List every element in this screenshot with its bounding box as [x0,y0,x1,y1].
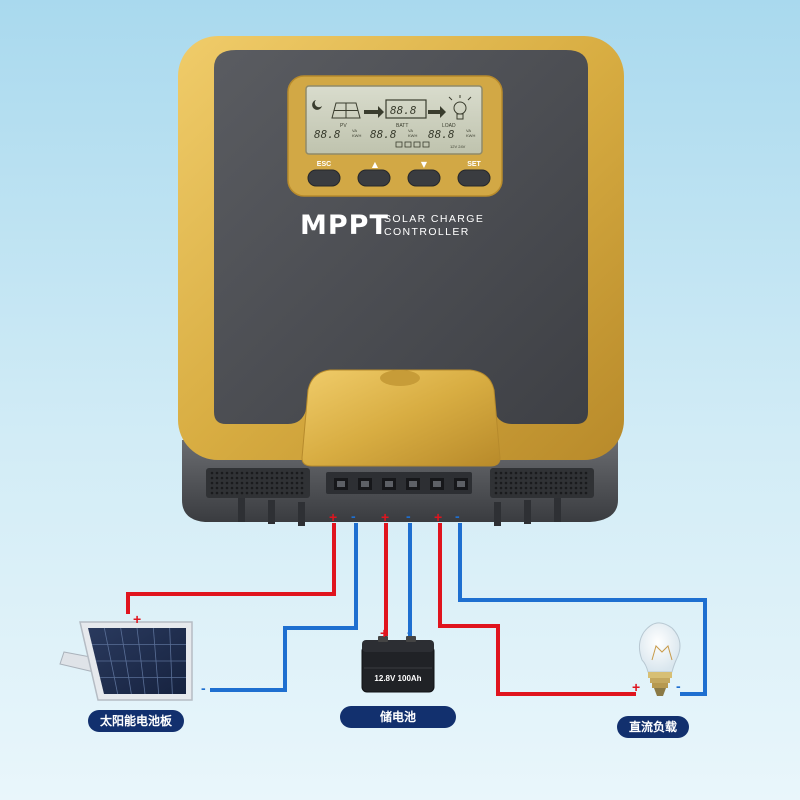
lcd-batt-value: 88.8 [370,128,397,141]
load-positive-sign: + [434,509,443,525]
solar-positive-sign: + [329,509,338,525]
esc-label: ESC [317,161,331,168]
battery-positive-post [378,636,388,642]
lcd-status-segments [395,141,430,148]
lcd-pv-unit-top: VA [352,128,357,133]
lcd-bulb-icon [448,95,472,120]
load-positive-wire [438,523,636,696]
terminal-cover [301,369,501,467]
bulb-positive-sign: + [632,679,641,695]
solar-panel [59,621,193,701]
lcd-pv-value: 88.8 [314,128,341,141]
battery-caption: 储电池 [340,706,456,728]
lcd-load-unit-bottom: KWH [466,133,475,138]
solar-positive-wire [126,523,336,614]
lcd-batt-unit-bottom: KWH [408,133,417,138]
lcd-batt-unit-top: VA [408,128,413,133]
solar-negative-sign: - [351,508,356,524]
vent-dots [210,471,588,495]
load-negative-sign: - [455,508,460,524]
lcd-center-readout: 88.8 [390,104,417,117]
terminal-screws [334,478,468,490]
wiring [126,523,707,696]
esc-button[interactable] [307,169,341,187]
set-button[interactable] [457,169,491,187]
solar-cell-grid [92,627,186,695]
battery-negative-post [406,636,416,642]
down-arrow-icon: ▼ [421,160,428,169]
heatsink-fins [238,498,561,526]
lcd-system-voltage: 12V 24V [450,144,466,149]
lcd-battery-icon [385,99,427,119]
light-bulb-icon [638,622,681,696]
battery-terminal-negative-sign: - [407,624,412,640]
lcd-pv-unit-bottom: KWH [352,133,361,138]
lcd-load-unit-top: VA [466,128,471,133]
cover-latch [380,370,420,386]
lcd-load-value: 88.8 [428,128,455,141]
brand-line-2: CONTROLLER [384,226,470,238]
battery-negative-sign: - [406,508,411,524]
charge-controller: 88.8 PV BATT LOAD 88.8 88.8 88.8 VA KWH … [178,36,624,526]
lcd-solar-icon [312,100,361,119]
lcd-batt-label: BATT [396,123,408,129]
battery-spec-label: 12.8V 100Ah [374,674,421,683]
battery-positive-sign: + [381,509,390,525]
bulb-negative-sign: - [676,678,681,694]
lcd-arrow-icon [364,106,384,118]
lcd-load-label: LOAD [442,123,456,129]
panel-negative-sign: - [201,680,206,696]
dc-load-label: 直流负载 [617,716,689,738]
panel-positive-sign: + [133,611,142,627]
battery-body [361,645,435,693]
battery-lid [362,640,434,652]
solar-negative-wire [210,523,358,692]
lcd-pv-label: PV [340,123,347,129]
load-negative-wire [458,523,707,696]
solar-panel-label: 太阳能电池板 [88,710,184,732]
lcd-arrow-icon [428,106,446,118]
set-label: SET [467,161,481,168]
brand-line-1: SOLAR CHARGE [384,213,484,225]
up-arrow-icon: ▲ [372,160,379,169]
down-button[interactable] [407,169,441,187]
battery: 12.8V 100Ah [361,636,435,693]
battery-terminal-positive-sign: + [380,625,389,641]
up-button[interactable] [357,169,391,187]
brand-mppt: MPPT [300,210,389,241]
